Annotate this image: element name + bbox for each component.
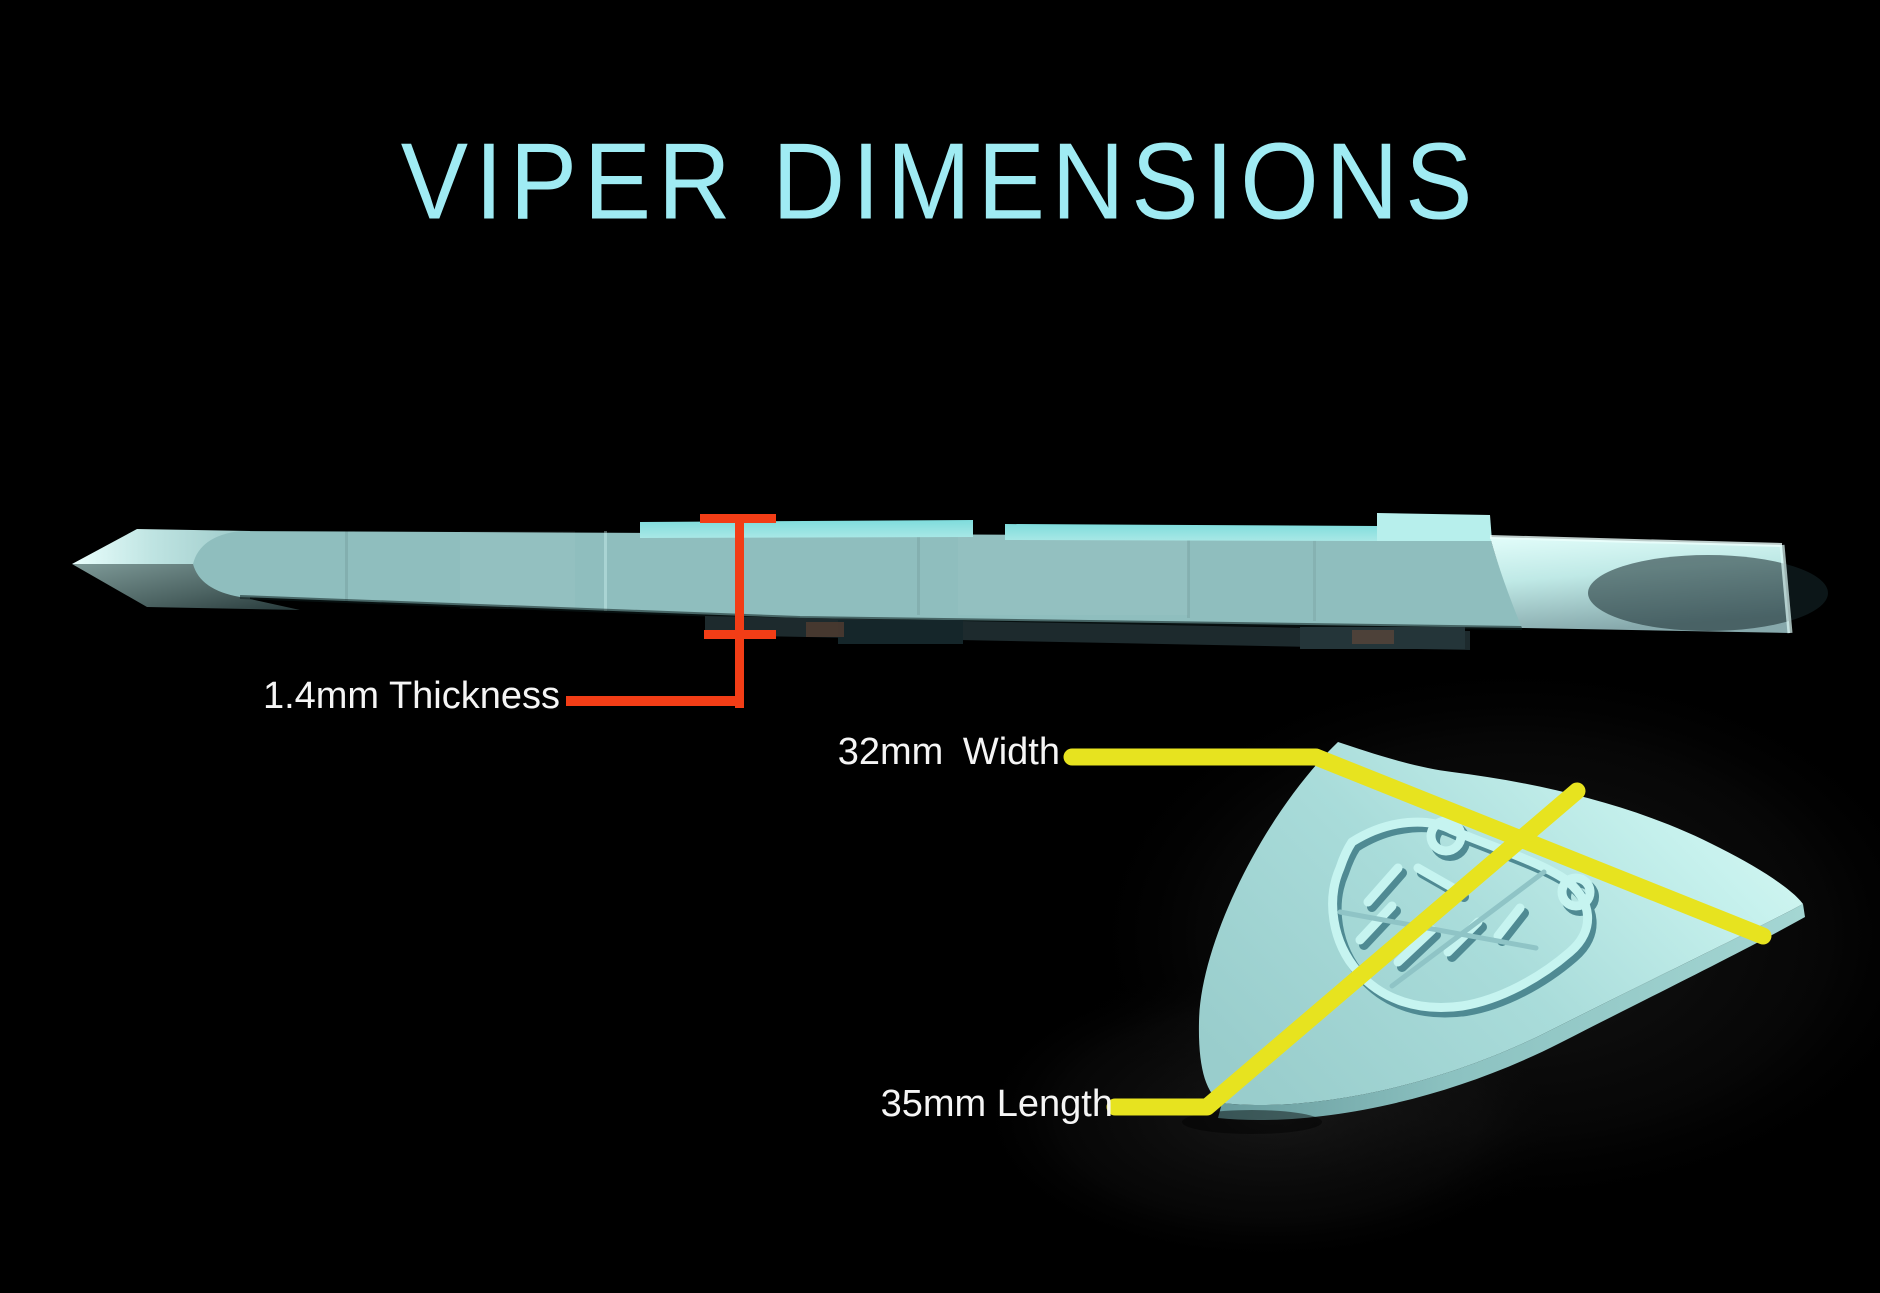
side-main-face [193,531,1522,628]
width-dimension-line [1063,748,1772,945]
side-underside-tabs [705,616,1470,650]
pick-side-view [72,513,1828,650]
viper-logo-emboss [1328,816,1599,1018]
length-label: 35mm Length [880,1083,1113,1125]
pick-top-face [1198,742,1803,1106]
side-right-tip [1489,535,1828,634]
length-dimension-line [1106,782,1586,1116]
dimension-lines-yellow [1063,748,1772,1116]
thickness-vertical-line [735,514,744,708]
thickness-dimension-line [566,514,776,708]
pick-top-view [970,655,1880,1265]
pick-tip-shadow [1182,1110,1322,1134]
page-title: VIPER DIMENSIONS [400,121,1480,243]
width-label: 32mm Width [837,731,1060,773]
thickness-leader-line [566,696,744,706]
thickness-bottom-tick [704,630,776,639]
thickness-label: 1.4mm Thickness [262,675,560,717]
side-facet-seams [345,531,1316,621]
side-top-bands [640,513,1492,541]
